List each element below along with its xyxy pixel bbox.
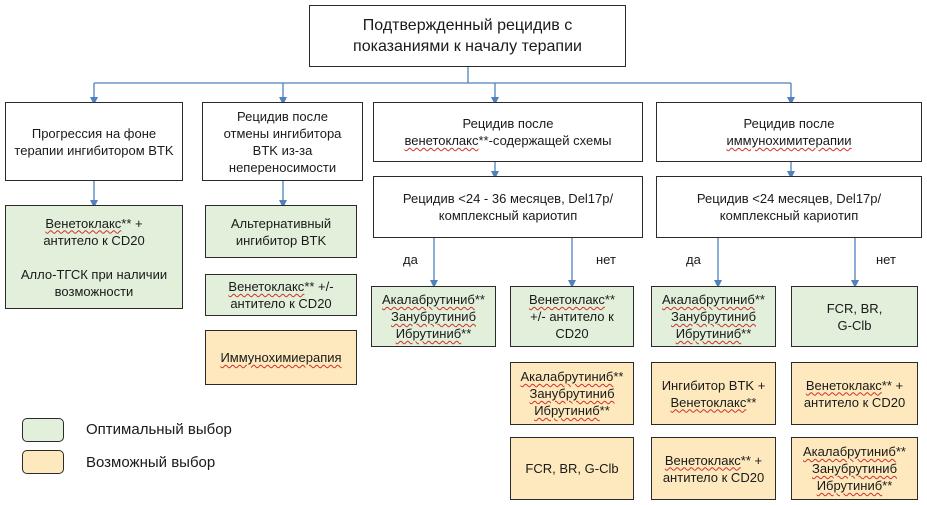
legend-label-optimal: Оптимальный выбор [86, 421, 232, 438]
treatment-fcr-br-gclb: FCR, BR,G-Clb [791, 286, 918, 347]
legend-label-possible: Возможный выбор [86, 454, 216, 471]
treatment-venetoclax-cd20: Венетоклакс** +/-антитело к CD20 [205, 274, 357, 316]
treatment-btk-plus-venetoclax: Ингибитор BTK +Венетоклакс** [651, 362, 776, 425]
yes-label: да [686, 252, 701, 267]
legend-swatch-possible [22, 450, 64, 474]
no-label: нет [876, 252, 896, 267]
treatment-venetoclax-cd20: Венетоклакс** +антитело к CD20 [651, 437, 776, 500]
treatment-chemoimmunotherapy: Иммунохимиерапия [205, 330, 357, 385]
legend-swatch-optimal [22, 418, 64, 442]
condition-venetoclax: Рецидив <24 - 36 месяцев, Del17p/комплек… [373, 176, 643, 238]
treatment-venetoclax-cd20: Венетоклакс** +антитело к CD20 [791, 362, 918, 425]
yes-label: да [403, 252, 418, 267]
root-line-2: показаниями к началу терапии [353, 38, 582, 55]
root-node: Подтвержденный рецидив с показаниями к на… [309, 5, 626, 67]
condition-chemo: Рецидив <24 месяцев, Del17p/комплексный … [656, 176, 922, 238]
root-line-1: Подтвержденный рецидив с [362, 17, 573, 34]
no-label: нет [596, 252, 616, 267]
treatment-fcr-br-gclb: FCR, BR, G-Clb [510, 437, 634, 500]
